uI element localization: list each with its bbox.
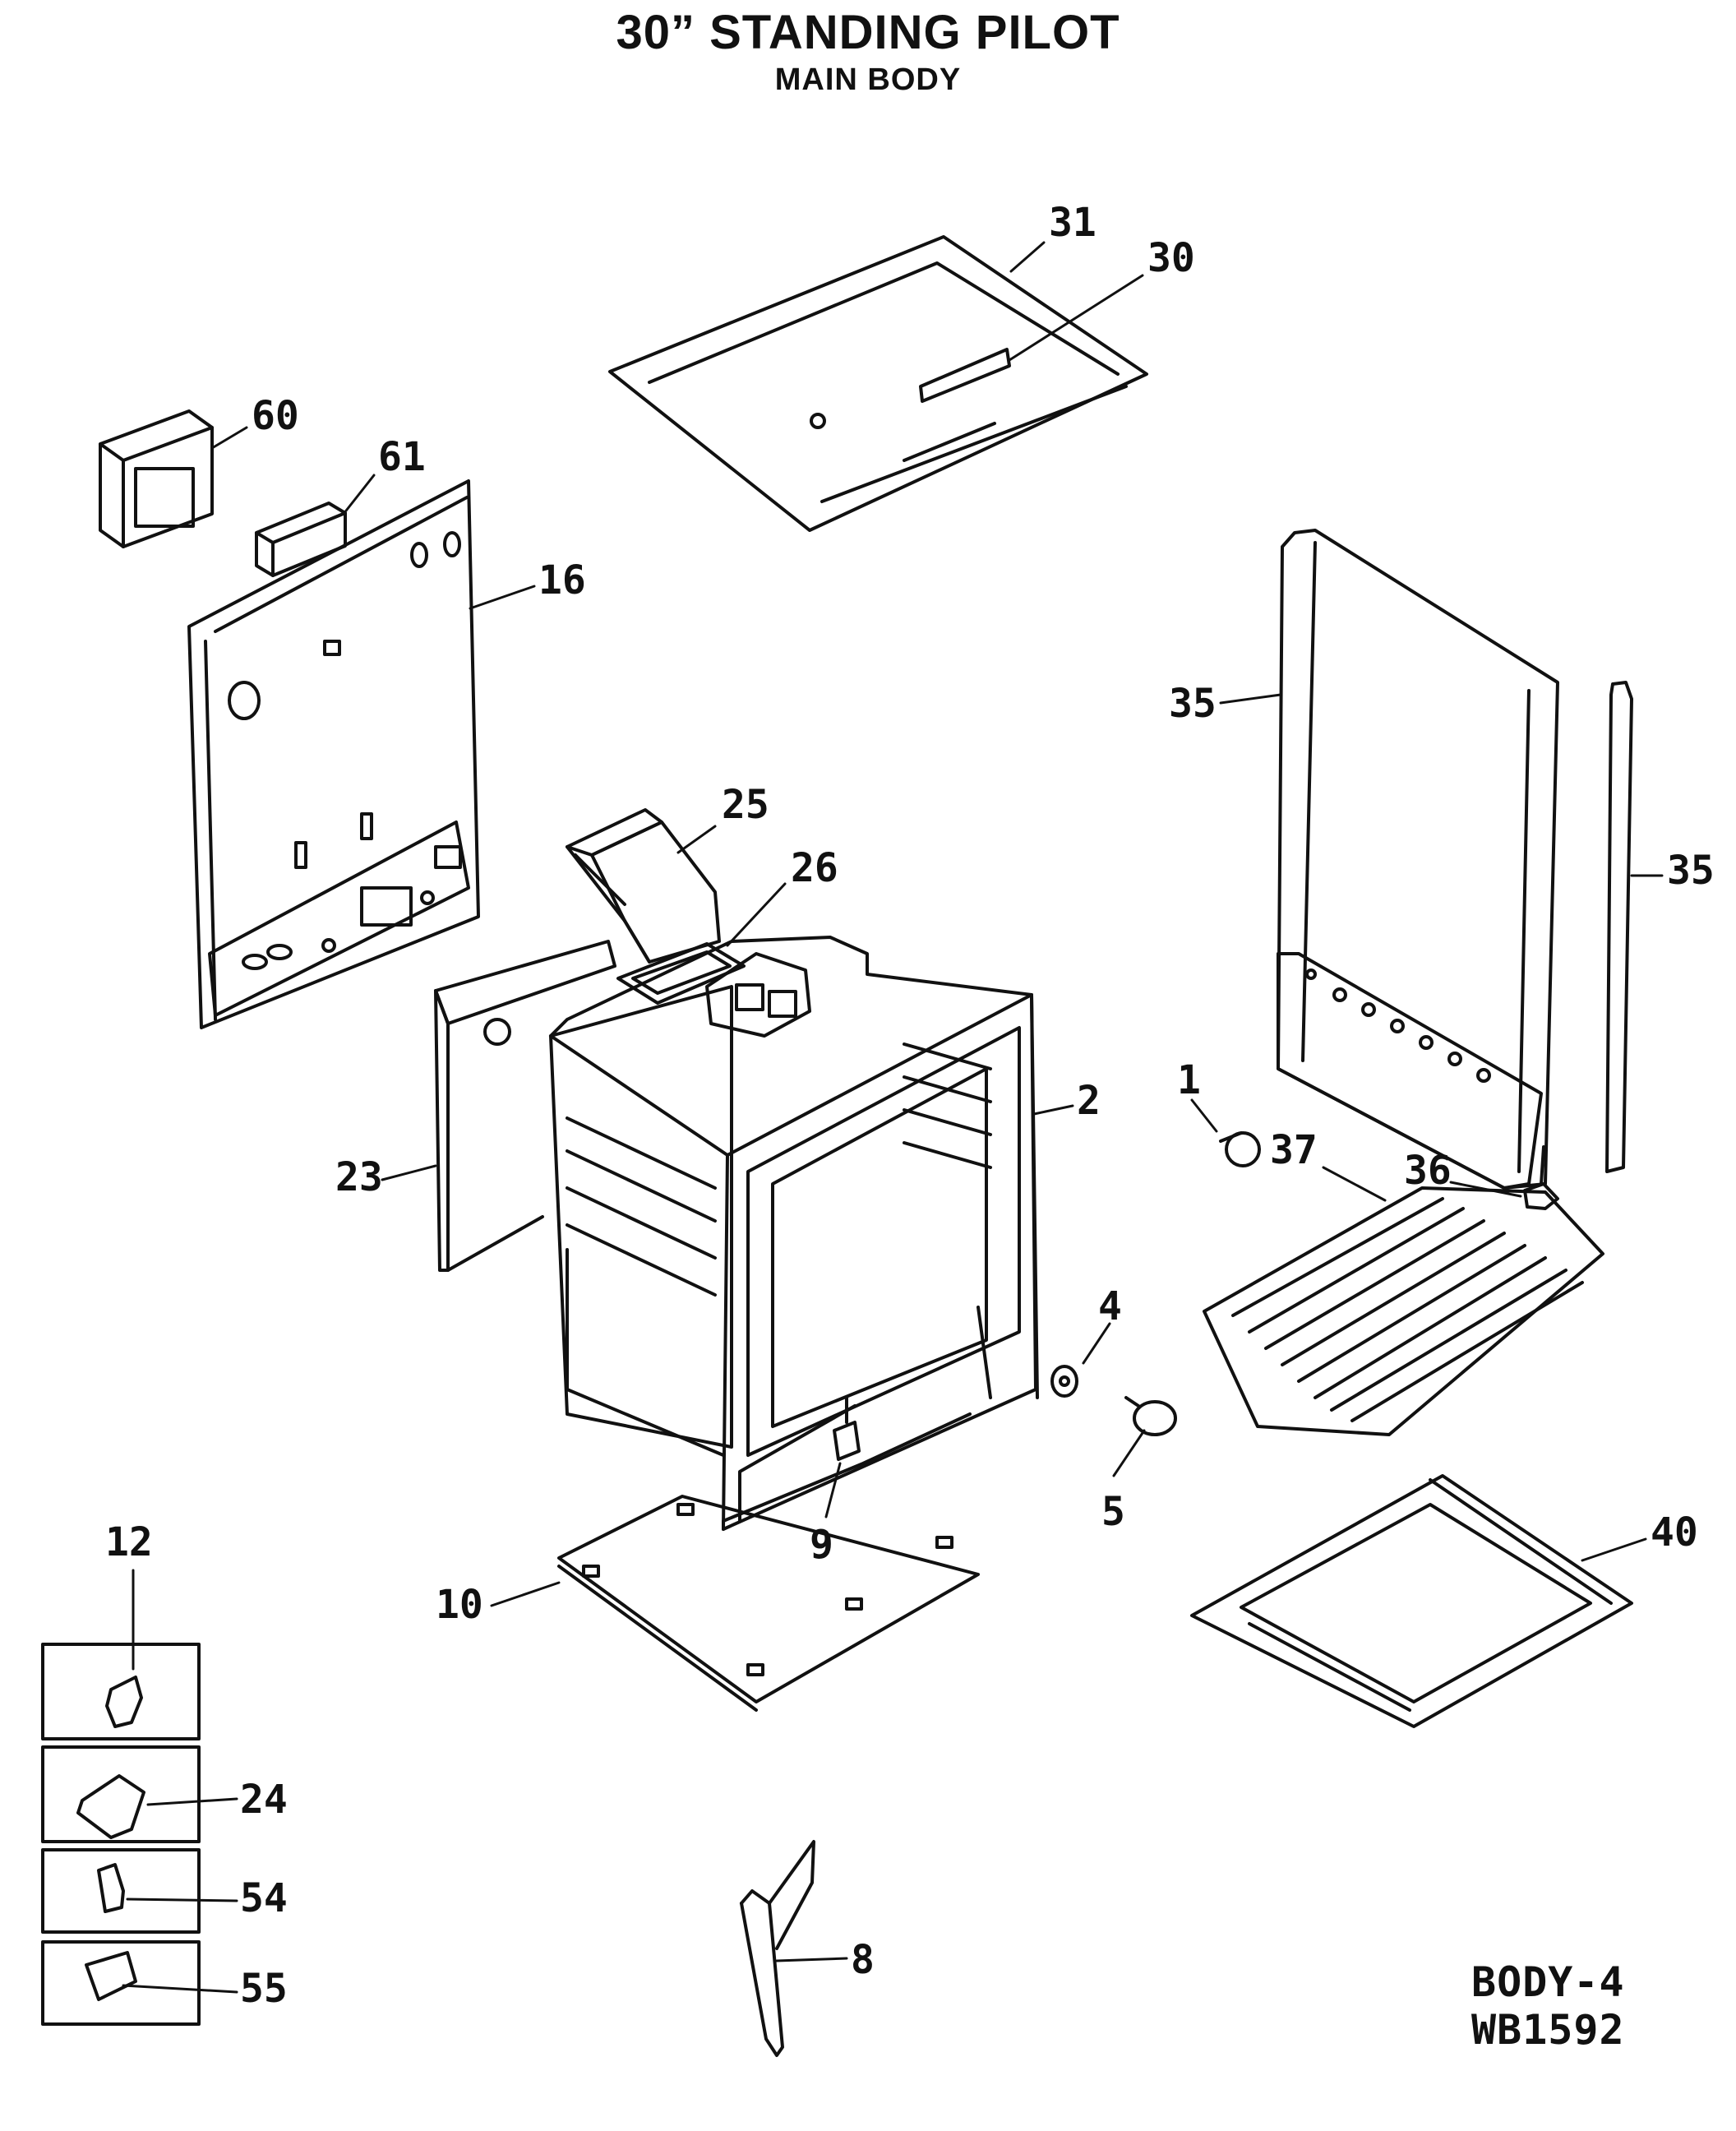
part-26-gasket <box>616 942 746 1005</box>
callout-36: 36 <box>1404 1148 1452 1194</box>
part-number-code: WB1592 <box>1471 2006 1625 2054</box>
part-1-bumper <box>1219 1131 1261 1167</box>
part-54-inset <box>41 1848 201 1934</box>
callout-35-strip: 35 <box>1667 848 1715 894</box>
part-25-flue-duct <box>566 808 721 964</box>
callout-9: 9 <box>810 1522 833 1568</box>
callout-55: 55 <box>240 1966 288 2012</box>
callout-10: 10 <box>436 1582 483 1628</box>
callout-4: 4 <box>1098 1283 1122 1329</box>
callout-25: 25 <box>722 782 769 828</box>
callout-35-frame: 35 <box>1169 681 1217 727</box>
part-35-side-frame <box>1277 529 1559 1190</box>
part-40-broiler-pan <box>1190 1474 1633 1728</box>
part-4-knob-base <box>1050 1365 1078 1398</box>
callout-12: 12 <box>105 1519 153 1565</box>
part-61-block <box>255 502 347 577</box>
callout-23: 23 <box>335 1154 383 1200</box>
diagram-subtitle: MAIN BODY <box>774 62 962 97</box>
part-16-rear-panel <box>187 479 480 1029</box>
callout-30: 30 <box>1147 235 1195 281</box>
part-37-oven-rack <box>1203 1186 1604 1436</box>
callout-numbers: 31 30 60 61 16 35 35 25 26 2 1 36 37 23 … <box>105 200 1715 2012</box>
callout-1: 1 <box>1177 1057 1201 1103</box>
callout-61: 61 <box>378 434 426 480</box>
part-5-knob <box>1124 1396 1177 1436</box>
callout-8: 8 <box>851 1937 875 1983</box>
part-60-bracket <box>99 409 214 548</box>
part-12-inset <box>41 1643 201 1740</box>
callout-54: 54 <box>240 1875 288 1921</box>
drawing-code: BODY-4 <box>1471 1958 1625 2006</box>
part-9-clip <box>833 1396 861 1461</box>
part-2-oven-body <box>549 936 1039 1531</box>
part-35-trim-strip <box>1605 681 1633 1173</box>
leader-lines <box>122 241 1664 1994</box>
part-10-bottom-panel <box>557 1495 980 1712</box>
part-top-panel <box>608 235 1148 532</box>
callout-60: 60 <box>252 393 299 439</box>
callout-16: 16 <box>538 557 586 603</box>
callout-24: 24 <box>240 1777 288 1823</box>
part-23-side-panel <box>434 940 616 1272</box>
callout-40: 40 <box>1651 1509 1698 1555</box>
part-8-spring <box>740 1840 815 2057</box>
part-55-inset <box>41 1940 201 2026</box>
diagram-title: 30” STANDING PILOT <box>616 6 1120 59</box>
callout-37: 37 <box>1270 1127 1318 1173</box>
callout-5: 5 <box>1101 1489 1125 1535</box>
callout-31: 31 <box>1049 200 1097 246</box>
part-24-inset <box>41 1745 201 1843</box>
part-36-leveling-leg <box>1523 1145 1559 1210</box>
callout-26: 26 <box>791 845 838 891</box>
callout-2: 2 <box>1077 1078 1101 1124</box>
